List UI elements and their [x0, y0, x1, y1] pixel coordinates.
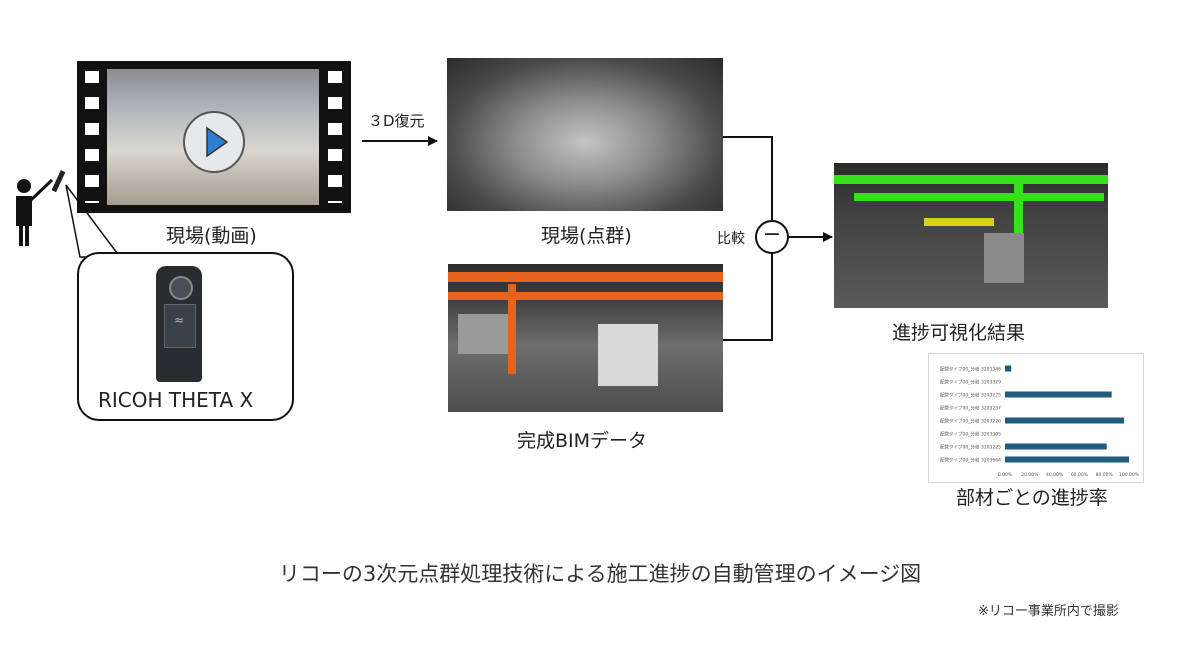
- pointcloud-caption: 現場(点群): [541, 225, 632, 247]
- category-label: 配管タイプ00_分岐 3203226: [940, 418, 1001, 425]
- camera-name: RICOH THETA X: [98, 388, 254, 412]
- photo-note: ※リコー事業所内で撮影: [978, 604, 1119, 619]
- film-holes-left: [85, 71, 99, 203]
- compare-symbol: −: [762, 222, 782, 247]
- progress-bar: [1005, 443, 1107, 450]
- x-tick-label: 60.00%: [1071, 472, 1089, 478]
- category-label: 配管タイプ00_分岐 3203275: [940, 392, 1001, 399]
- x-tick-label: 80.00%: [1096, 472, 1114, 478]
- category-label: 配管タイプ00_分岐 3203225: [940, 444, 1001, 451]
- figure-title: リコーの3次元点群処理技術による施工進捗の自動管理のイメージ図: [278, 562, 922, 586]
- progress-bar: [1005, 365, 1012, 372]
- category-label: 配管タイプ00_分岐 3203329: [940, 379, 1001, 386]
- progress-chart-svg: 配管タイプ00_分岐 3203346 配管タイプ00_分岐 3203329 配管タイ…: [940, 365, 1140, 478]
- category-label: 配管タイプ00_分岐 3203257: [940, 405, 1001, 412]
- category-label: 配管タイプ00_分岐 3203346: [940, 366, 1001, 373]
- compare-circle: [755, 220, 789, 254]
- result-image: [834, 163, 1108, 308]
- video-caption: 現場(動画): [166, 225, 257, 247]
- category-label: 配管タイプ00_分岐 3203305: [940, 431, 1001, 438]
- x-tick-label: 20.00%: [1021, 472, 1039, 478]
- x-tick-label: 100.00%: [1119, 472, 1140, 478]
- bim-connector: [723, 253, 773, 341]
- person-icon: [16, 170, 66, 246]
- bim-image: [448, 264, 723, 412]
- play-button[interactable]: [183, 111, 245, 173]
- category-label: 配管タイプ00_分岐 3203664: [940, 457, 1001, 464]
- x-tick-label: 0.00%: [998, 472, 1013, 478]
- pointcloud-connector: [723, 136, 773, 222]
- result-caption: 進捗可視化結果: [892, 322, 1026, 344]
- x-tick-label: 40.00%: [1046, 472, 1064, 478]
- play-icon: [206, 126, 229, 158]
- pointcloud-image: [447, 58, 723, 211]
- bim-caption: 完成BIMデータ: [517, 430, 648, 452]
- reconstruct-label: ３D復元: [368, 112, 425, 130]
- film-holes-right: [328, 71, 342, 203]
- progress-bar: [1005, 391, 1112, 398]
- progress-chart: 配管タイプ00_分岐 3203346 配管タイプ00_分岐 3203329 配管タイ…: [928, 353, 1144, 483]
- video-filmstrip: [77, 61, 351, 213]
- progress-bar: [1005, 417, 1125, 424]
- progress-bar: [1005, 456, 1129, 463]
- compare-label: 比較: [717, 231, 745, 247]
- camera-image: ≈: [156, 266, 202, 382]
- chart-caption: 部材ごとの進捗率: [956, 487, 1108, 509]
